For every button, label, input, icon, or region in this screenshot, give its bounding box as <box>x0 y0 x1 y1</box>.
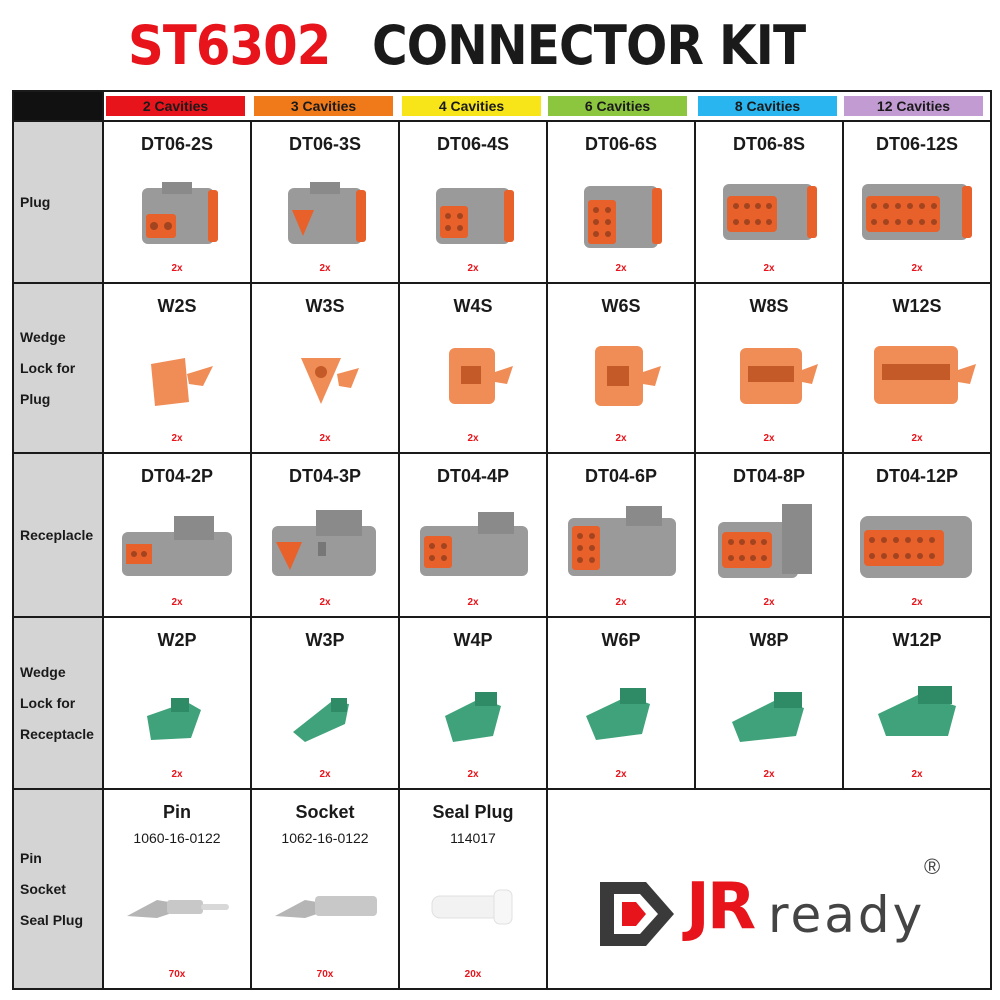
receptacle-8-icon <box>718 504 812 578</box>
cell-dt06-6s: DT06-6S 2x <box>548 122 696 282</box>
wedge-w6s-icon <box>595 346 661 406</box>
row-label-wedge-receptacle: Wedge Lock for Receptacle <box>14 618 104 788</box>
kit-title: CONNECTOR KIT <box>372 14 806 77</box>
cell-dt04-4p: DT04-4P 2x <box>400 454 548 616</box>
header-3-cavities: 3 Cavities <box>254 96 393 116</box>
header-8-cavities: 8 Cavities <box>698 96 837 116</box>
cell-dt04-3p: DT04-3P 2x <box>252 454 400 616</box>
row-label-pin-socket: Pin Socket Seal Plug <box>14 790 104 988</box>
wedge-w3s-icon <box>301 358 359 404</box>
header-4-cavities: 4 Cavities <box>402 96 541 116</box>
jrready-logo: JR ready ® <box>590 854 970 960</box>
header-corner <box>14 92 104 120</box>
wedge-w2p-icon <box>147 698 201 740</box>
header-6-cavities: 6 Cavities <box>548 96 687 116</box>
wedge-w4p-icon <box>445 692 501 742</box>
row-label-receptacle: Receplacle <box>14 454 104 616</box>
title-bar: ST6302 CONNECTOR KIT <box>0 8 1000 84</box>
cell-dt04-6p: DT04-6P 2x <box>548 454 696 616</box>
receptacle-4-icon <box>420 512 528 576</box>
cell-w3p: W3P 2x <box>252 618 400 788</box>
cell-dt06-4s: DT06-4S 2x <box>400 122 548 282</box>
part-name: DT06-2S <box>140 134 214 154</box>
socket-icon <box>275 896 377 918</box>
wedge-w4s-icon <box>449 348 513 404</box>
cell-w6s: W6S 2x <box>548 284 696 452</box>
row-plug: Plug DT06-2S 2x DT06-3S 2x DT06-4S 2x DT… <box>14 122 990 284</box>
header-2-cavities: 2 Cavities <box>106 96 245 116</box>
plug-3-icon <box>288 182 366 244</box>
receptacle-6-icon <box>568 506 676 576</box>
cell-socket: Socket 1062-16-0122 70x <box>252 790 400 988</box>
cell-w12p: W12P 2x <box>844 618 990 788</box>
plug-2-icon <box>142 182 218 244</box>
cell-pin: Pin 1060-16-0122 70x <box>104 790 252 988</box>
receptacle-2-icon <box>122 516 232 576</box>
model-number: ST6302 <box>128 14 331 77</box>
wedge-w8s-icon <box>740 348 818 404</box>
seal-plug-icon <box>431 889 513 925</box>
row-label-wedge-plug: Wedge Lock for Plug <box>14 284 104 452</box>
wedge-w12p-icon <box>878 686 956 736</box>
plug-4-icon <box>436 188 514 244</box>
row-pin-socket-seal: Pin Socket Seal Plug Pin 1060-16-0122 70… <box>14 790 990 988</box>
wedge-w12s-icon <box>874 346 976 404</box>
cell-dt06-12s: DT06-12S 2x <box>844 122 990 282</box>
cell-w12s: W12S 2x <box>844 284 990 452</box>
pin-icon <box>127 900 229 918</box>
cell-w8s: W8S 2x <box>696 284 844 452</box>
cell-w2s: W2S 2x <box>104 284 252 452</box>
logo-mark-icon <box>600 882 674 946</box>
receptacle-12-icon <box>860 516 972 578</box>
row-label-plug: Plug <box>14 122 104 282</box>
cell-dt04-2p: DT04-2P 2x <box>104 454 252 616</box>
cell-w3s: W3S 2x <box>252 284 400 452</box>
cavity-header-row: 2 Cavities 3 Cavities 4 Cavities 6 Cavit… <box>14 92 990 122</box>
cell-dt04-8p: DT04-8P 2x <box>696 454 844 616</box>
cell-w2p: W2P 2x <box>104 618 252 788</box>
plug-8-icon <box>723 184 817 240</box>
wedge-w6p-icon <box>586 688 650 740</box>
plug-6-icon <box>584 186 662 248</box>
registered-mark: ® <box>924 854 941 879</box>
wedge-w8p-icon <box>732 692 804 742</box>
cell-w8p: W8P 2x <box>696 618 844 788</box>
plug-12-icon <box>862 184 972 240</box>
cell-w6p: W6P 2x <box>548 618 696 788</box>
cell-w4s: W4S 2x <box>400 284 548 452</box>
cell-dt06-2s: DT06-2S 2x <box>104 122 252 282</box>
logo-ready: ready <box>768 886 926 944</box>
wedge-w2s-icon <box>151 358 213 406</box>
receptacle-3-icon <box>272 510 376 576</box>
cell-w4p: W4P 2x <box>400 618 548 788</box>
cell-dt04-12p: DT04-12P 2x <box>844 454 990 616</box>
wedge-w3p-icon <box>293 698 349 742</box>
header-12-cavities: 12 Cavities <box>844 96 983 116</box>
row-wedge-plug: Wedge Lock for Plug W2S 2x W3S 2x W4S 2x… <box>14 284 990 454</box>
cell-dt06-8s: DT06-8S 2x <box>696 122 844 282</box>
logo-jr: JR <box>686 870 756 944</box>
row-wedge-receptacle: Wedge Lock for Receptacle W2P 2x W3P 2x … <box>14 618 990 790</box>
cell-seal-plug: Seal Plug 114017 20x <box>400 790 548 988</box>
cell-dt06-3s: DT06-3S 2x <box>252 122 400 282</box>
connector-table: 2 Cavities 3 Cavities 4 Cavities 6 Cavit… <box>12 90 992 990</box>
row-receptacle: Receplacle DT04-2P 2x DT04-3P 2x DT04-4P… <box>14 454 990 618</box>
